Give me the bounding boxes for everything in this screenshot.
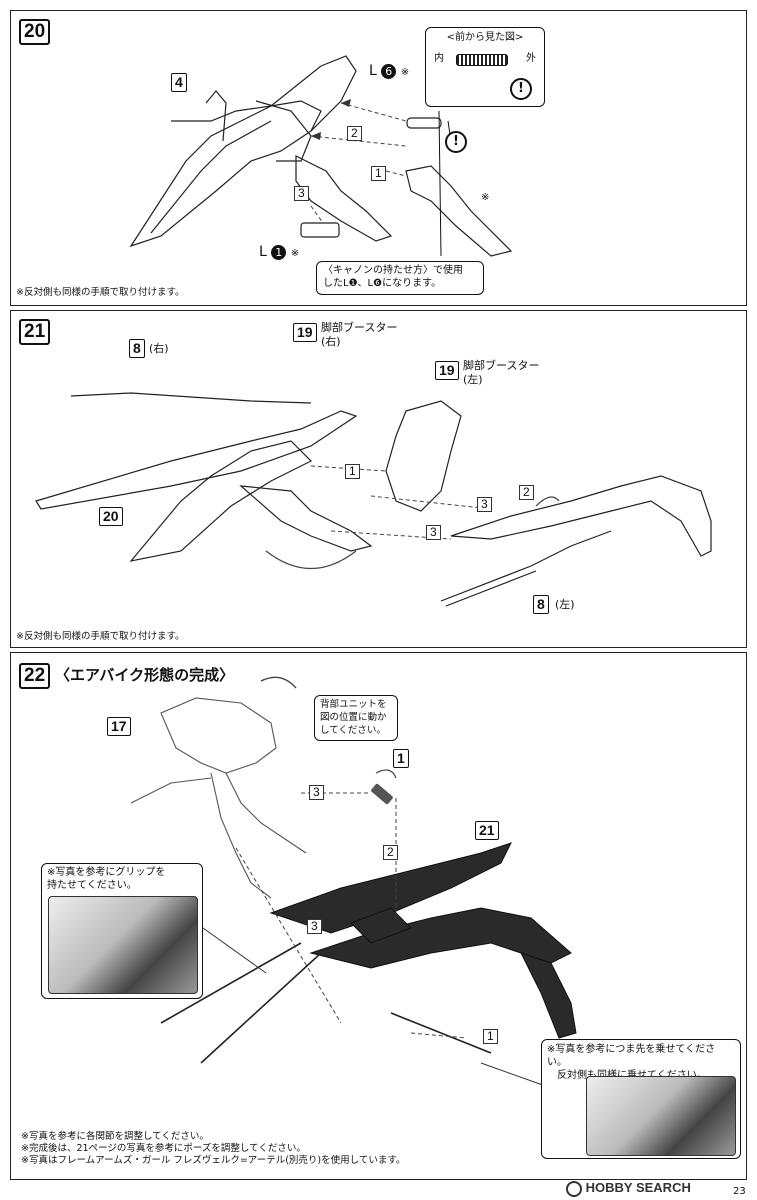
sub-step-1: 1 <box>483 1029 498 1044</box>
footnote-1: ※写真を参考に各関節を調整してください。 <box>21 1131 209 1142</box>
step-22-footnotes: ※写真を参考に各関節を調整してください。 ※完成後は、21ページの写真を参考にポ… <box>21 1131 405 1167</box>
sub-step-1: 1 <box>345 464 360 479</box>
sub-step-3a: 3 <box>309 785 324 800</box>
step-22-airbike-illustration <box>130 676 577 1089</box>
L1-letter: L <box>259 244 267 260</box>
step-20-wing-illustration <box>129 55 513 257</box>
step-20-footnote: ※反対側も同様の手順で取り付けます。 <box>16 287 185 298</box>
part-19-right-label: 脚部ブースター <box>321 321 398 334</box>
part-17: 17 <box>107 717 131 736</box>
watermark-text: HOBBY SEARCH <box>585 1180 691 1195</box>
page-number: 23 <box>733 1186 746 1197</box>
L6-letter: L <box>369 63 377 79</box>
watermark-logo-icon <box>566 1180 582 1197</box>
sub-step-3b: 3 <box>307 919 322 934</box>
cannon-note: 〈キャノンの持たせ方〉で使用 したL❶、L❻になります。 <box>316 261 484 295</box>
step-22-title: 〈エアバイク形態の完成〉 <box>55 666 235 684</box>
part-8-right-side: (右) <box>149 342 169 355</box>
cannon-note-line1: 〈キャノンの持たせ方〉で使用 <box>323 265 463 276</box>
part-19-left: 19 <box>435 361 459 380</box>
outer-label: 外 <box>526 53 536 64</box>
hobbysearch-watermark: HOBBY SEARCH <box>566 1180 691 1197</box>
step-20-panel: 20 4 2 1 3 L 6 ※ <box>10 10 747 306</box>
footnote-2: ※完成後は、21ページの写真を参考にポーズを調整してください。 <box>21 1143 306 1154</box>
sub-step-2: 2 <box>383 845 398 860</box>
part-19-right-side: (右) <box>321 335 341 348</box>
toe-photo-callout: ※写真を参考につま先を乗せてください。 反対側も同様に乗せてください。 <box>541 1039 741 1159</box>
back-unit-line3: してください。 <box>320 725 386 736</box>
part-20: 20 <box>99 507 123 526</box>
caution-icon-2: ! <box>445 131 467 153</box>
cannon-note-line2: したL❶、L❻になります。 <box>323 278 442 289</box>
grip-note-line2: 持たせてください。 <box>47 880 137 891</box>
sub-step-2: 2 <box>519 485 534 500</box>
label-L1: L 1 ※ <box>259 245 299 260</box>
label-L6: L 6 ※ <box>369 64 409 79</box>
grip-photo-callout: ※写真を参考にグリップを 持たせてください。 <box>41 863 203 999</box>
part-4-label: 4 <box>171 73 187 92</box>
sub-step-1: 1 <box>371 166 386 181</box>
connector-part-drawing <box>456 54 508 66</box>
step-20-number: 20 <box>19 19 51 45</box>
step-22-panel: 22 〈エアバイク形態の完成〉 <box>10 652 747 1180</box>
step-21-number: 21 <box>19 319 51 345</box>
back-unit-line1: 背部ユニットを <box>320 699 387 710</box>
step-22-number: 22 <box>19 663 51 689</box>
L1-mark: ※ <box>290 248 300 259</box>
step-21-footnote: ※反対側も同様の手順で取り付けます。 <box>16 631 185 642</box>
grip-photo <box>48 896 198 994</box>
L1-circle-num: 1 <box>271 245 287 260</box>
step-21-panel: 21 8 (右) 19 脚部ブースター (右) 19 脚部ブースター (左) 2… <box>10 310 747 648</box>
back-unit-callout: 背部ユニットを 図の位置に動か してください。 <box>314 695 398 741</box>
part-8-left: 8 <box>533 595 549 614</box>
step-21-booster-illustration <box>35 392 712 607</box>
toe-photo <box>586 1076 736 1156</box>
caution-icon: ! <box>510 78 532 100</box>
L6-circle-num: 6 <box>381 64 397 79</box>
part-8-right: 8 <box>129 339 145 358</box>
L6-mark: ※ <box>400 67 410 78</box>
part-19-right: 19 <box>293 323 317 342</box>
toe-note-line2: 反対側も同様に乗せてください。 <box>547 1069 735 1082</box>
front-view-title: <前から見た図> <box>446 32 524 43</box>
sub-step-3a: 3 <box>477 497 492 512</box>
part-21: 21 <box>475 821 499 840</box>
sub-step-2: 2 <box>347 126 362 141</box>
sub-step-3: 3 <box>294 186 309 201</box>
part-19-left-label: 脚部ブースター <box>463 359 540 372</box>
toe-note-line1: ※写真を参考につま先を乗せてください。 <box>547 1044 716 1068</box>
footnote-3: ※写真はフレームアームズ・ガール フレズヴェルク=アーテル(別売り)を使用してい… <box>21 1155 406 1166</box>
inner-label: 内 <box>434 53 444 64</box>
part-19-left-side: (左) <box>463 373 483 386</box>
part-8-left-side: (左) <box>555 598 575 611</box>
front-view-callout: <前から見た図> 内 外 ! <box>425 27 545 107</box>
part-1: 1 <box>393 749 409 768</box>
star-mark: ※ <box>481 192 490 203</box>
grip-note-line1: ※写真を参考にグリップを <box>47 867 166 878</box>
sub-step-3b: 3 <box>426 525 441 540</box>
back-unit-line2: 図の位置に動か <box>320 712 387 723</box>
